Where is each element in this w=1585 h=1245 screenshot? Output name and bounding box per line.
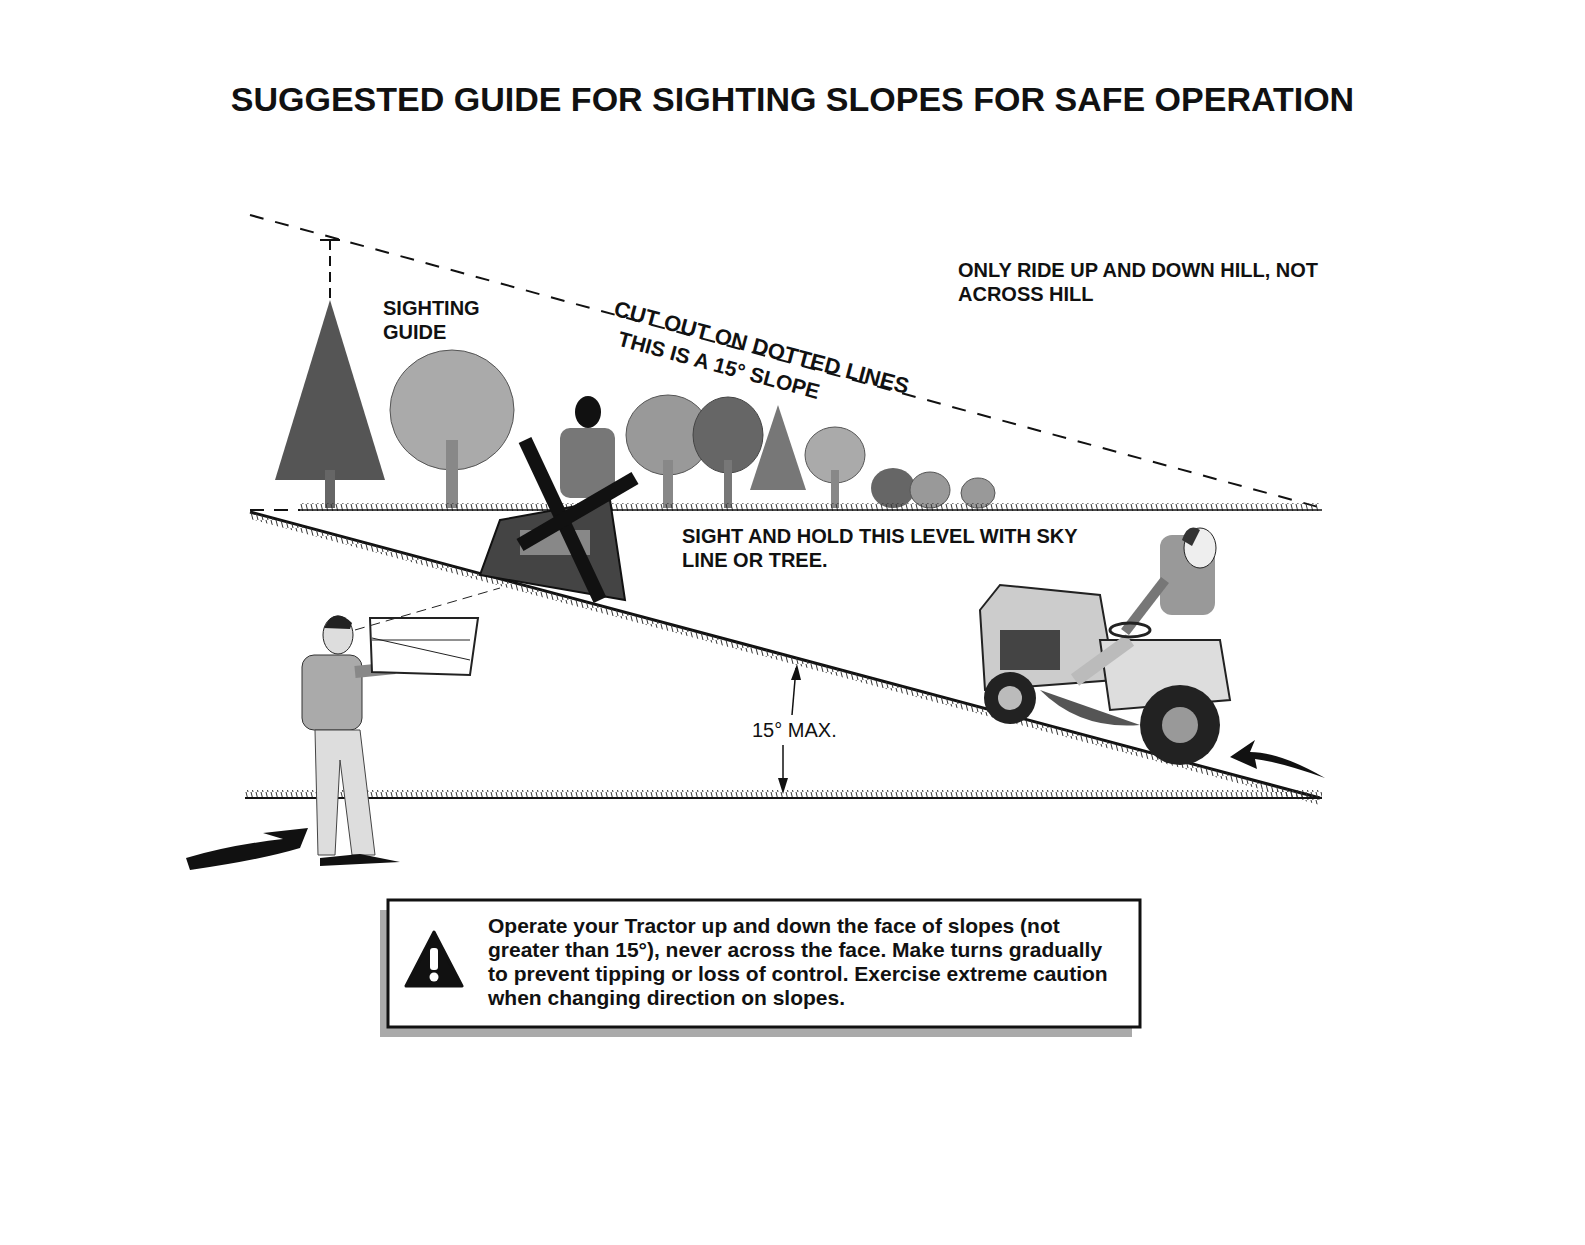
warning-icon xyxy=(404,930,464,990)
cut-line xyxy=(320,239,340,241)
box-frame xyxy=(388,900,1140,1027)
direction-arrow xyxy=(1230,740,1325,778)
warning-text: Operate your Tractor up and down the fac… xyxy=(488,914,1118,1010)
tractor-across xyxy=(480,396,635,600)
cut-line xyxy=(250,509,300,511)
cut-line xyxy=(250,215,1322,508)
tractor-uphill xyxy=(980,528,1230,765)
annotation-label: 15° MAX. xyxy=(752,718,872,742)
ground-line xyxy=(245,797,1322,799)
level-line xyxy=(300,509,1322,511)
cut-line xyxy=(329,240,331,300)
grass-slope xyxy=(250,512,1320,805)
annotation-label: SIGHT AND HOLD THIS LEVEL WITH SKY LINE … xyxy=(682,524,1092,572)
warning-box: Operate your Tractor up and down the fac… xyxy=(388,900,1140,1027)
annotation-label: SIGHTING GUIDE xyxy=(383,296,503,344)
man-sighting xyxy=(186,588,500,870)
annotation-label: ONLY RIDE UP AND DOWN HILL, NOT ACROSS H… xyxy=(958,258,1330,306)
diagram-title: SUGGESTED GUIDE FOR SIGHTING SLOPES FOR … xyxy=(0,80,1585,119)
